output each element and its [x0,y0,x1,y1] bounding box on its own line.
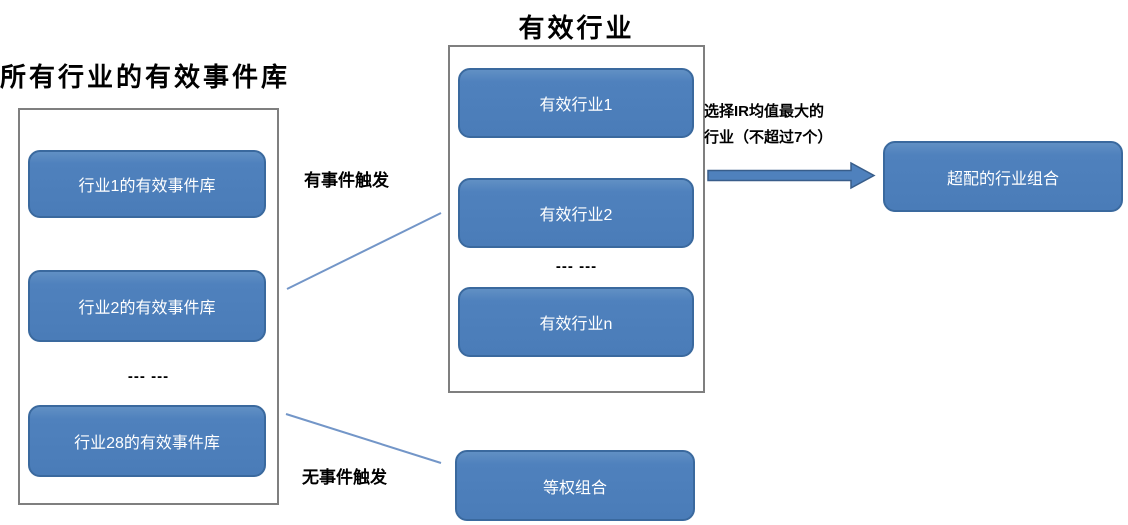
connector-no-event-trigger-line [285,413,442,464]
node-effective-industry-n: 有效行业n [458,287,694,357]
connector-event-trigger-line [286,212,442,290]
node-overweight-portfolio: 超配的行业组合 [883,141,1123,212]
selection-rule-caption: 选择IR均值最大的 行业（不超过7个） [704,99,894,152]
selection-rule-line1: 选择IR均值最大的 [704,103,825,120]
selection-rule-line2: 行业（不超过7个） [704,129,833,147]
node-effective-industry-1: 有效行业1 [458,68,694,138]
left-group-ellipsis: --- --- [127,368,170,385]
node-industry-28-event-library: 行业28的有效事件库 [28,405,266,477]
label-event-trigger: 有事件触发 [304,171,389,190]
label-no-event-trigger: 无事件触发 [302,468,387,487]
middle-group-ellipsis: --- --- [555,258,598,275]
node-industry-2-event-library: 行业2的有效事件库 [28,270,266,342]
middle-group-title: 有效行业 [518,13,635,43]
selection-block-arrow [707,161,876,190]
node-equal-weight-portfolio: 等权组合 [455,450,695,521]
left-group-title: 所有行业的有效事件库 [0,62,291,92]
node-effective-industry-2: 有效行业2 [458,178,694,248]
node-industry-1-event-library: 行业1的有效事件库 [28,150,266,218]
